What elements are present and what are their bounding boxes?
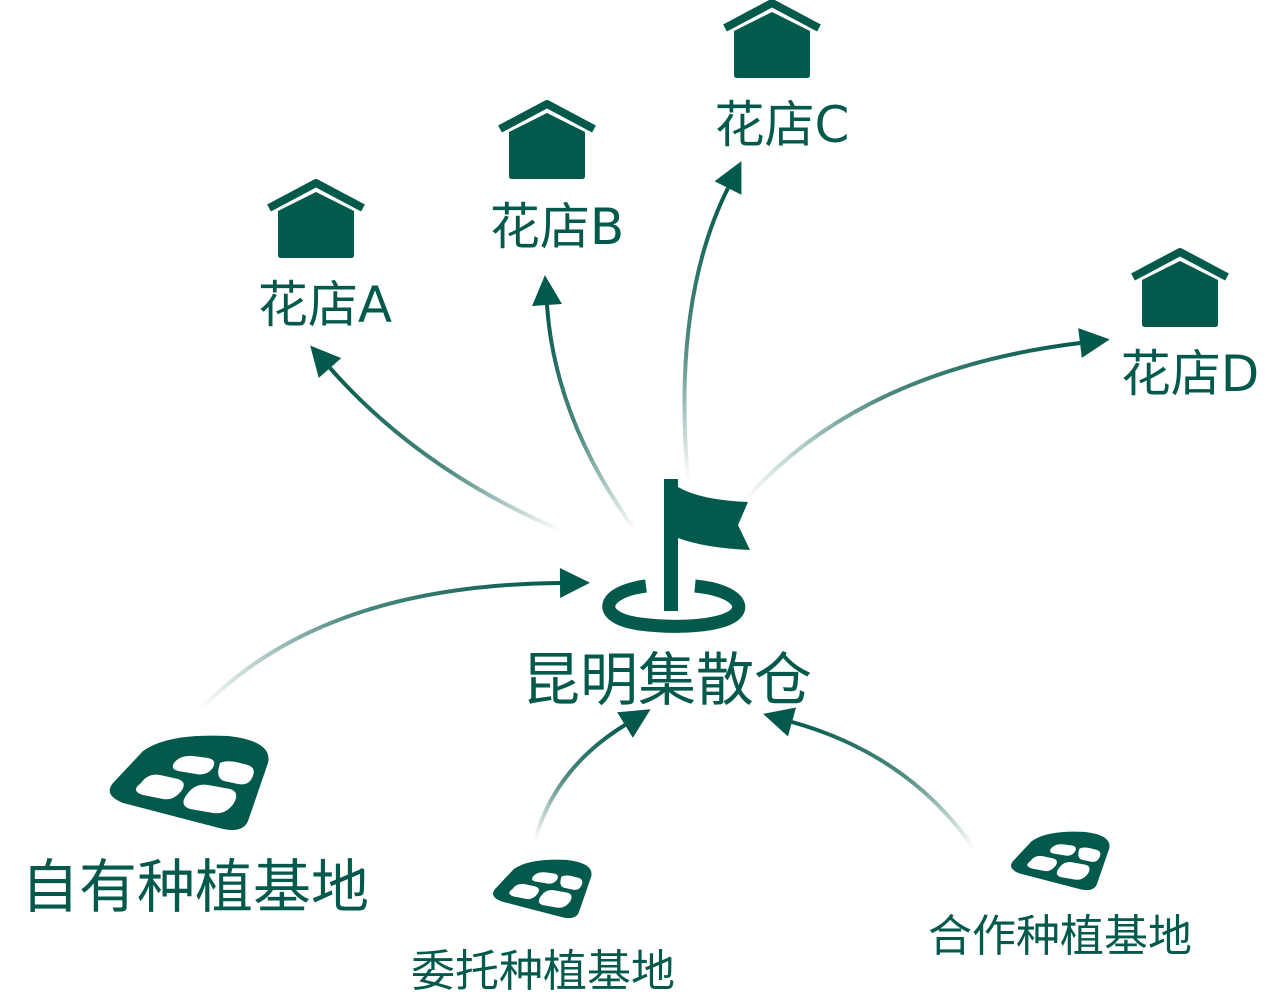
house-icon	[498, 100, 596, 179]
field-icon	[493, 859, 592, 919]
arrowhead-icon	[559, 568, 590, 598]
arrowhead-icon	[1078, 328, 1110, 358]
field-icon	[1011, 831, 1110, 891]
shop-c-label: 花店C	[714, 96, 850, 154]
arrowhead-icon	[763, 707, 797, 737]
own-base-label: 自有种植基地	[20, 853, 370, 921]
hub-label: 昆明集散仓	[521, 646, 813, 714]
edge-line	[533, 723, 627, 841]
edge-line	[198, 581, 561, 712]
house-icon	[723, 0, 821, 78]
arrowhead-icon	[310, 345, 342, 378]
contract-base-label: 委托种植基地	[411, 946, 675, 997]
flag-icon	[602, 479, 750, 633]
arrowhead-icon	[714, 161, 742, 195]
shop-b-label: 花店B	[489, 198, 625, 256]
field-icon	[109, 735, 269, 830]
edge-line	[743, 341, 1081, 502]
house-icon	[1131, 248, 1229, 327]
edge-line	[328, 366, 561, 532]
edge-line	[791, 720, 977, 852]
shop-a-label: 花店A	[257, 276, 393, 334]
edge-line	[682, 187, 730, 481]
partner-base-label: 合作种植基地	[928, 911, 1192, 962]
arrowhead-icon	[532, 275, 562, 307]
shop-d-label: 花店D	[1120, 345, 1260, 403]
house-icon	[267, 179, 365, 258]
arrowhead-icon	[617, 709, 651, 738]
edge-line	[545, 304, 637, 532]
edges	[198, 161, 1110, 852]
